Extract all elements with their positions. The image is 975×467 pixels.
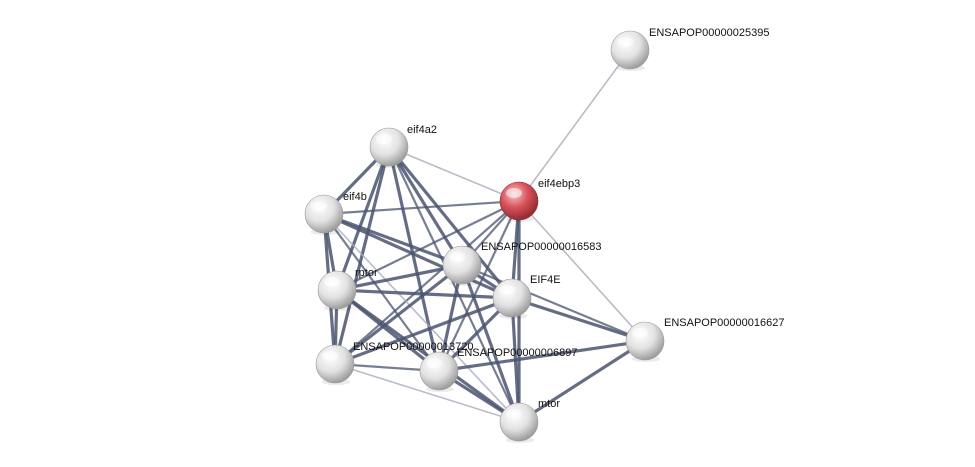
edge-layer — [322, 49, 647, 424]
node-label: ENSAPOP00000016627 — [664, 317, 784, 329]
node-highlight — [311, 201, 327, 211]
node-ensapop00000016583[interactable]: ENSAPOP00000016583 — [442, 241, 601, 286]
node-label: eif4ebp3 — [538, 178, 580, 190]
node-circle[interactable] — [499, 402, 539, 442]
query-node-circle[interactable] — [499, 181, 539, 221]
node-highlight — [322, 351, 338, 361]
node-eif4b[interactable]: eif4b — [304, 191, 367, 235]
edge-eif4e-ensapop00000013720 — [333, 296, 514, 366]
edge-ensapop00000013720-mtor — [334, 363, 520, 423]
node-label: ENSAPOP00000016583 — [481, 241, 601, 253]
edge-eif4a2-eif4e — [387, 145, 514, 300]
edge-ensapop00000006897-ensapop00000016627 — [437, 339, 647, 373]
edge-eif4ebp3-ensapop00000013720 — [333, 199, 521, 366]
edge-eif4a2-ensapop00000006897 — [387, 145, 441, 373]
edge-eif4a2-mtor — [387, 145, 521, 424]
node-ensapop00000006897[interactable]: ENSAPOP00000006897 — [419, 347, 577, 392]
edge-eif4ebp3-eif4a2 — [388, 146, 520, 202]
node-mtor[interactable]: mtor — [499, 398, 560, 443]
node-highlight — [632, 328, 648, 338]
edge-eif4b-ensapop00000016583 — [322, 212, 464, 267]
node-highlight — [324, 277, 340, 287]
node-circle[interactable] — [492, 278, 532, 318]
node-eif4ebp3[interactable]: eif4ebp3 — [499, 178, 580, 222]
edge-eif4ebp3-rptor — [335, 199, 521, 292]
node-highlight — [426, 358, 442, 368]
node-circle[interactable] — [419, 351, 459, 391]
edge-eif4ebp3-ensapop00000025395 — [518, 49, 631, 202]
node-label: eif4b — [343, 191, 367, 203]
node-eif4a2[interactable]: eif4a2 — [369, 124, 437, 168]
edge-eif4ebp3-ensapop00000016627 — [518, 200, 646, 342]
edge-eif4b-mtor — [323, 213, 520, 423]
node-circle[interactable] — [304, 194, 344, 234]
node-highlight — [617, 37, 633, 47]
node-label: eif4a2 — [407, 124, 437, 136]
node-circle[interactable] — [315, 344, 355, 384]
edge-mtor-ensapop00000016627 — [517, 339, 647, 424]
edge-ensapop00000016583-ensapop00000016627 — [460, 263, 647, 343]
node-ensapop00000013720[interactable]: ENSAPOP00000013720 — [315, 341, 473, 385]
node-label: ENSAPOP00000025395 — [649, 27, 769, 39]
node-label: EIF4E — [530, 274, 561, 286]
node-highlight — [506, 409, 522, 419]
edge-ensapop00000016583-mtor — [460, 263, 521, 424]
edge-eif4ebp3-ensapop00000006897 — [437, 199, 521, 373]
node-ensapop00000016627[interactable]: ENSAPOP00000016627 — [625, 317, 784, 362]
node-eif4e[interactable]: EIF4E — [492, 274, 561, 319]
node-circle[interactable] — [369, 127, 409, 167]
node-highlight — [376, 134, 392, 144]
edge-eif4e-ensapop00000016627 — [510, 296, 647, 343]
edge-ensapop00000016583-ensapop00000013720 — [333, 263, 464, 366]
node-highlight — [499, 285, 515, 295]
node-highlight — [506, 188, 522, 198]
edge-ensapop00000016583-rptor — [335, 263, 464, 292]
node-circle[interactable] — [625, 321, 665, 361]
node-circle[interactable] — [317, 270, 357, 310]
node-circle[interactable] — [442, 245, 482, 285]
edge-rptor-eif4e — [335, 288, 514, 300]
edge-eif4a2-rptor — [335, 145, 391, 292]
node-circle[interactable] — [610, 30, 650, 70]
node-label: ENSAPOP00000006897 — [457, 347, 577, 359]
node-rptor[interactable]: rptor — [317, 267, 378, 311]
node-ensapop00000025395[interactable]: ENSAPOP00000025395 — [610, 27, 769, 71]
node-label: ENSAPOP00000013720 — [353, 341, 473, 353]
edge-eif4b-eif4e — [322, 212, 514, 300]
node-label: rptor — [355, 267, 378, 279]
edge-eif4a2-ensapop00000016583 — [387, 145, 464, 267]
node-highlight — [449, 252, 465, 262]
node-label: mtor — [538, 398, 560, 410]
node-layer: eif4ebp3 ENSAPOP00000025395 eif4a2 eif4bENS… — [304, 27, 784, 443]
edge-eif4ebp3-eif4b — [322, 199, 521, 216]
